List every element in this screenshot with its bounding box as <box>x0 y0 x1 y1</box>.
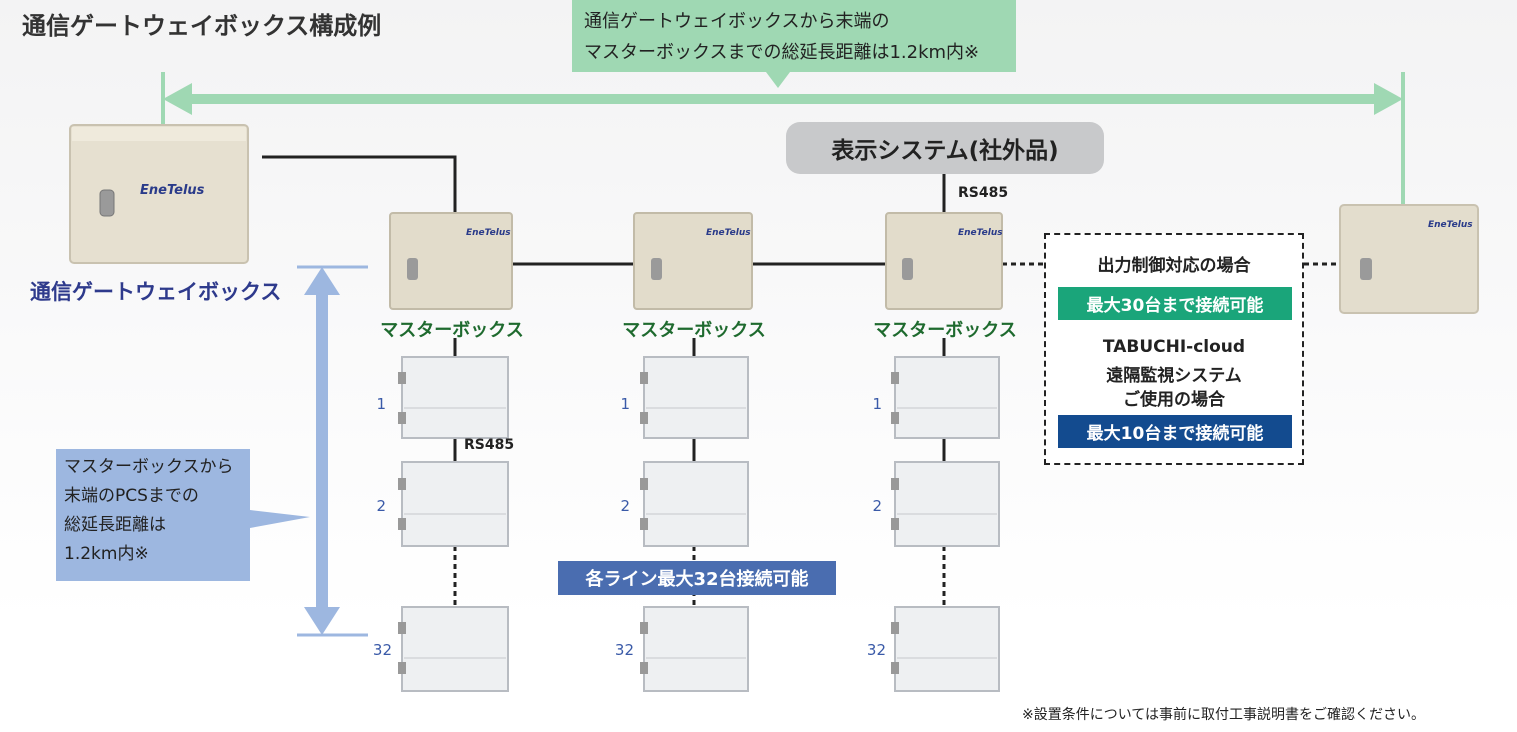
pcs-unit-image <box>891 606 1000 692</box>
footnote: ※設置条件については事前に取付工事説明書をご確認ください。 <box>1022 707 1426 723</box>
brand-logo: EneTelus <box>466 228 511 238</box>
remote-box-image <box>1339 204 1479 314</box>
left-callout-pointer <box>250 510 310 528</box>
limit-title-cloud: TABUCHI-cloud <box>1102 337 1246 357</box>
pcs-number: 2 <box>872 497 882 515</box>
pcs-unit-image <box>640 356 749 439</box>
limit-title-output-control: 出力制御対応の場合 <box>1097 256 1251 276</box>
brand-logo: EneTelus <box>140 183 205 198</box>
callout-pointer <box>766 72 790 88</box>
blue-arrow-head-top <box>304 267 340 295</box>
blue-arrow-head-bottom <box>304 607 340 635</box>
connection-limit-box: 出力制御対応の場合 最大30台まで接続可能 TABUCHI-cloud 遠隔監視… <box>1044 233 1304 465</box>
pcs-unit-image <box>891 461 1000 547</box>
callout-line: マスターボックスから <box>64 457 234 477</box>
limit-badge-30: 最大30台まで接続可能 <box>1058 287 1292 320</box>
pcs-unit-image <box>398 461 509 547</box>
brand-logo: EneTelus <box>706 228 751 238</box>
gateway-link <box>262 155 457 213</box>
master-box-image <box>389 212 513 310</box>
gateway-label: 通信ゲートウェイボックス <box>30 280 282 304</box>
pcs-number: 2 <box>376 497 386 515</box>
brand-logo: EneTelus <box>958 228 1003 238</box>
gateway-box-image <box>69 124 249 264</box>
rs485-label: RS485 <box>958 185 1009 201</box>
master-box-label: マスターボックス <box>873 320 1017 341</box>
callout-line: 総延長距離は <box>64 515 166 535</box>
master-box-label: マスターボックス <box>622 320 766 341</box>
green-arrow-head-left <box>163 83 192 115</box>
limit-title-cloud: ご使用の場合 <box>1123 390 1225 410</box>
line-capacity-ribbon: 各ライン最大32台接続可能 <box>558 561 836 595</box>
brand-logo: EneTelus <box>1428 220 1473 230</box>
page-title: 通信ゲートウェイボックス構成例 <box>22 12 382 40</box>
pcs-number: 1 <box>620 395 630 413</box>
callout-line: 通信ゲートウェイボックスから末端の <box>584 11 890 32</box>
pcs-number: 32 <box>614 641 634 659</box>
pcs-unit-image <box>398 606 509 692</box>
pcs-number: 1 <box>872 395 882 413</box>
callout-line: マスターボックスまでの総延長距離は1.2km内※ <box>584 42 980 63</box>
callout-line: 1.2km内※ <box>64 544 149 564</box>
master-box-label: マスターボックス <box>380 320 524 341</box>
pcs-number: 1 <box>376 395 386 413</box>
limit-badge-10: 最大10台まで接続可能 <box>1058 415 1292 448</box>
distance-callout-left: マスターボックスから 末端のPCSまでの 総延長距離は 1.2km内※ <box>56 449 250 581</box>
pcs-number: 32 <box>866 641 886 659</box>
display-system-pill: 表示システム(社外品) <box>786 122 1104 174</box>
distance-callout-top: 通信ゲートウェイボックスから末端の マスターボックスまでの総延長距離は1.2km… <box>572 0 1016 72</box>
rs485-label: RS485 <box>464 437 515 453</box>
pcs-number: 2 <box>620 497 630 515</box>
master-box-image <box>633 212 753 310</box>
master-box-image <box>885 212 1003 310</box>
pcs-unit-image <box>891 356 1000 439</box>
pcs-unit-image <box>398 356 509 439</box>
limit-title-cloud: 遠隔監視システム <box>1106 366 1242 386</box>
pcs-number: 32 <box>372 641 392 659</box>
green-arrow-head-right <box>1374 83 1403 115</box>
pcs-unit-image <box>640 461 749 547</box>
pcs-unit-image <box>640 606 749 692</box>
callout-line: 末端のPCSまでの <box>64 486 199 506</box>
